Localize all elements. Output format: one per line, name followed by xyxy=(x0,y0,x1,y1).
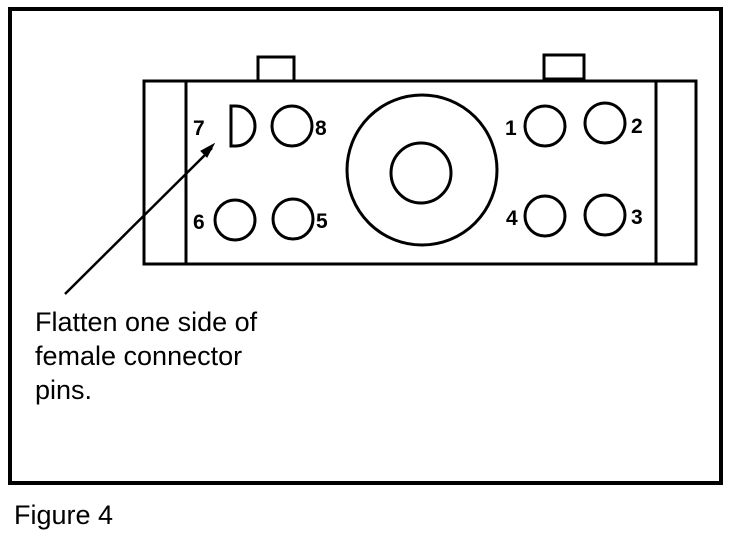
pin-label-3: 3 xyxy=(631,206,643,229)
pin-label-2: 2 xyxy=(631,115,643,138)
note-line-2: female connector xyxy=(35,341,242,371)
figure-frame xyxy=(8,7,723,485)
pointer-arrowhead xyxy=(200,142,216,158)
pin-label-6: 6 xyxy=(193,211,205,234)
connector-tab-right xyxy=(542,53,586,81)
pin-1 xyxy=(523,104,567,148)
pin-2 xyxy=(583,101,627,145)
pin-label-1: 1 xyxy=(505,117,517,140)
center-post-outer xyxy=(345,93,499,247)
pin-6 xyxy=(213,198,257,242)
figure-caption: Figure 4 xyxy=(14,500,113,530)
pin-5 xyxy=(271,197,315,241)
pin-label-5: 5 xyxy=(316,210,328,233)
connector-tab-left xyxy=(256,55,296,84)
pin-7-flattened xyxy=(229,104,257,148)
pin-label-7: 7 xyxy=(193,117,205,140)
connector-body xyxy=(142,79,698,266)
pin-4 xyxy=(523,194,567,238)
pin-label-8: 8 xyxy=(315,117,327,140)
note-line-1: Flatten one side of xyxy=(35,307,258,337)
pin-label-4: 4 xyxy=(506,207,518,230)
pin-3 xyxy=(583,193,627,237)
note-line-3: pins. xyxy=(35,375,92,405)
pointer-arrow-line xyxy=(64,147,213,295)
pin-8 xyxy=(270,104,314,148)
center-post-inner xyxy=(389,141,453,205)
